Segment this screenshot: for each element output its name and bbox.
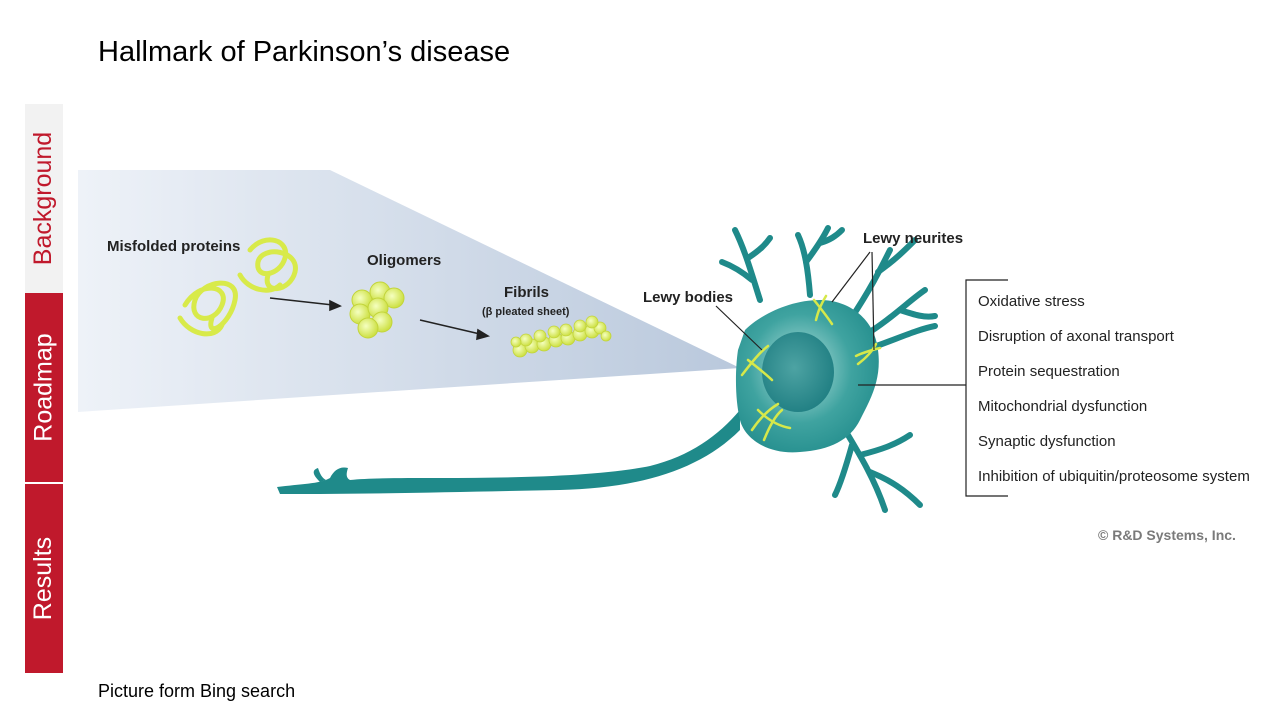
copyright-text: © R&D Systems, Inc. [1098, 527, 1236, 543]
fibrils-icon [510, 315, 612, 358]
consequences-list: Oxidative stress Disruption of axonal tr… [978, 293, 1250, 485]
slide-title: Hallmark of Parkinson’s disease [98, 36, 511, 68]
fibrils-sublabel: (β pleated sheet) [482, 306, 570, 318]
lewy-bodies-label: Lewy bodies [643, 289, 733, 306]
lewy-neurites-label: Lewy neurites [863, 230, 963, 247]
image-source-caption: Picture form Bing search [98, 681, 296, 701]
oligomers-label: Oligomers [367, 252, 441, 269]
consequence-item: Oxidative stress [978, 293, 1085, 310]
consequence-item: Inhibition of ubiquitin/proteosome syste… [978, 468, 1250, 485]
tab-results[interactable]: Results [25, 483, 63, 673]
axon [277, 410, 740, 494]
neuron-icon [277, 225, 938, 513]
arrow-icon [269, 297, 491, 341]
tab-background[interactable]: Background [25, 104, 63, 293]
fibrils-label: Fibrils [504, 284, 549, 301]
oligomers-icon [349, 281, 405, 339]
consequence-item: Synaptic dysfunction [978, 433, 1116, 450]
zoom-beam [78, 170, 740, 412]
consequence-item: Protein sequestration [978, 363, 1120, 380]
consequence-item: Disruption of axonal transport [978, 328, 1175, 345]
nucleus [762, 332, 834, 412]
misfolded-proteins-icon [177, 237, 298, 337]
tab-roadmap[interactable]: Roadmap [25, 293, 63, 482]
misfolded-proteins-label: Misfolded proteins [107, 238, 240, 255]
consequence-item: Mitochondrial dysfunction [978, 398, 1147, 415]
consequences-bracket [965, 279, 1008, 497]
